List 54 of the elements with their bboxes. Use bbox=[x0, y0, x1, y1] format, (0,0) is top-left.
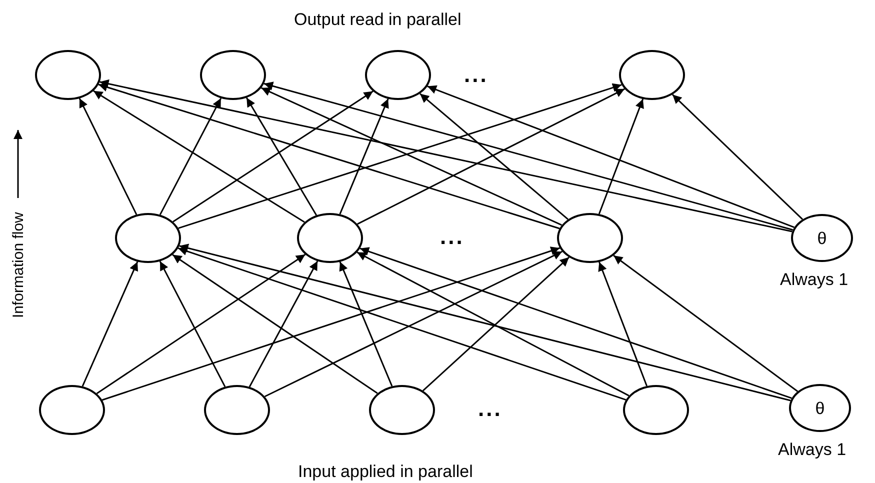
arrow bbox=[93, 90, 305, 223]
arrow bbox=[102, 246, 560, 401]
arrow bbox=[98, 82, 560, 230]
neuron-circle bbox=[115, 213, 181, 263]
neuron-circle bbox=[365, 50, 431, 100]
neuron-circle bbox=[369, 385, 435, 435]
arrow bbox=[78, 98, 138, 215]
axis-label: Information flow bbox=[10, 212, 27, 318]
arrow bbox=[339, 262, 393, 386]
arrow bbox=[178, 246, 626, 401]
caption: Input applied in parallel bbox=[298, 462, 473, 482]
arrow bbox=[159, 98, 222, 216]
arrow bbox=[598, 98, 644, 214]
neuron-circle bbox=[297, 213, 363, 263]
arrow bbox=[100, 79, 792, 232]
neuron-circle bbox=[35, 50, 101, 100]
arrow bbox=[159, 260, 226, 388]
bias-neuron-circle bbox=[791, 214, 853, 262]
arrow bbox=[420, 93, 568, 220]
ellipsis: ... bbox=[478, 398, 502, 420]
arrow bbox=[260, 87, 562, 226]
arrow bbox=[178, 83, 622, 229]
neuron-circle bbox=[204, 385, 270, 435]
theta-symbol: θ bbox=[817, 230, 827, 246]
arrow bbox=[422, 256, 570, 392]
node-caption: Always 1 bbox=[780, 270, 848, 290]
arrow bbox=[613, 254, 798, 392]
arrow bbox=[82, 261, 138, 387]
neuron-circle bbox=[623, 385, 689, 435]
arrow bbox=[357, 88, 625, 225]
theta-symbol: θ bbox=[815, 400, 825, 416]
node-caption: Always 1 bbox=[778, 440, 846, 460]
ellipsis: ... bbox=[440, 226, 464, 248]
arrow bbox=[672, 94, 804, 220]
arrow bbox=[264, 82, 793, 231]
ellipsis: ... bbox=[464, 64, 488, 86]
arrow bbox=[598, 262, 648, 386]
arrow bbox=[246, 97, 318, 216]
neuron-circle bbox=[200, 50, 266, 100]
bias-neuron-circle bbox=[789, 384, 851, 432]
arrow bbox=[172, 90, 374, 222]
arrow bbox=[360, 247, 792, 399]
neuron-circle bbox=[619, 50, 685, 100]
arrow bbox=[356, 252, 630, 396]
arrow bbox=[427, 85, 794, 228]
arrow bbox=[248, 260, 318, 388]
arrow bbox=[172, 254, 378, 394]
arrow bbox=[339, 98, 389, 214]
title: Output read in parallel bbox=[294, 10, 462, 30]
arrow bbox=[264, 250, 563, 398]
arrow bbox=[96, 254, 306, 394]
neuron-circle bbox=[557, 213, 623, 263]
neuron-circle bbox=[39, 385, 105, 435]
arrow bbox=[179, 244, 791, 402]
